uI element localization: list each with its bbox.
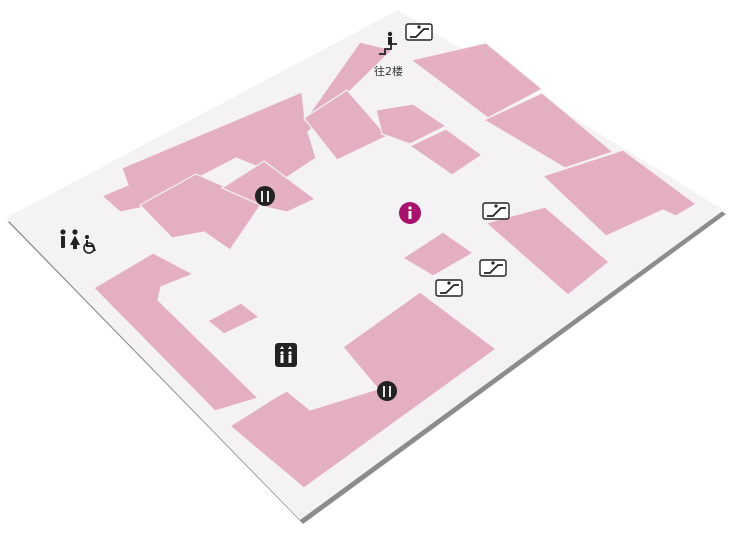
shop-unit <box>409 42 544 119</box>
shop-unit <box>408 128 484 176</box>
shop-unit <box>228 291 498 489</box>
shop-unit <box>220 160 317 213</box>
escalator-icon <box>435 279 463 297</box>
wheelchair-icon <box>83 235 96 254</box>
shop-unit <box>484 206 610 296</box>
restroom-icon <box>60 229 80 249</box>
shop-unit <box>139 173 263 251</box>
escalator-icon <box>405 23 433 41</box>
floor-2-label: 往2楼 <box>374 64 403 78</box>
shop-unit <box>541 149 698 237</box>
stairs-icon <box>379 31 397 55</box>
restaurant-icon <box>255 186 275 206</box>
shop-unit <box>375 103 448 145</box>
escalator-icon <box>482 202 510 220</box>
shop-unit <box>482 92 615 169</box>
shop-unit <box>206 302 261 335</box>
shop-unit <box>401 231 475 277</box>
restaurant-icon <box>377 381 397 401</box>
escalator-icon <box>479 259 507 277</box>
shop-units <box>93 41 698 489</box>
information-icon <box>399 202 421 224</box>
shop-unit <box>93 252 260 412</box>
elevator-icon <box>275 343 297 367</box>
